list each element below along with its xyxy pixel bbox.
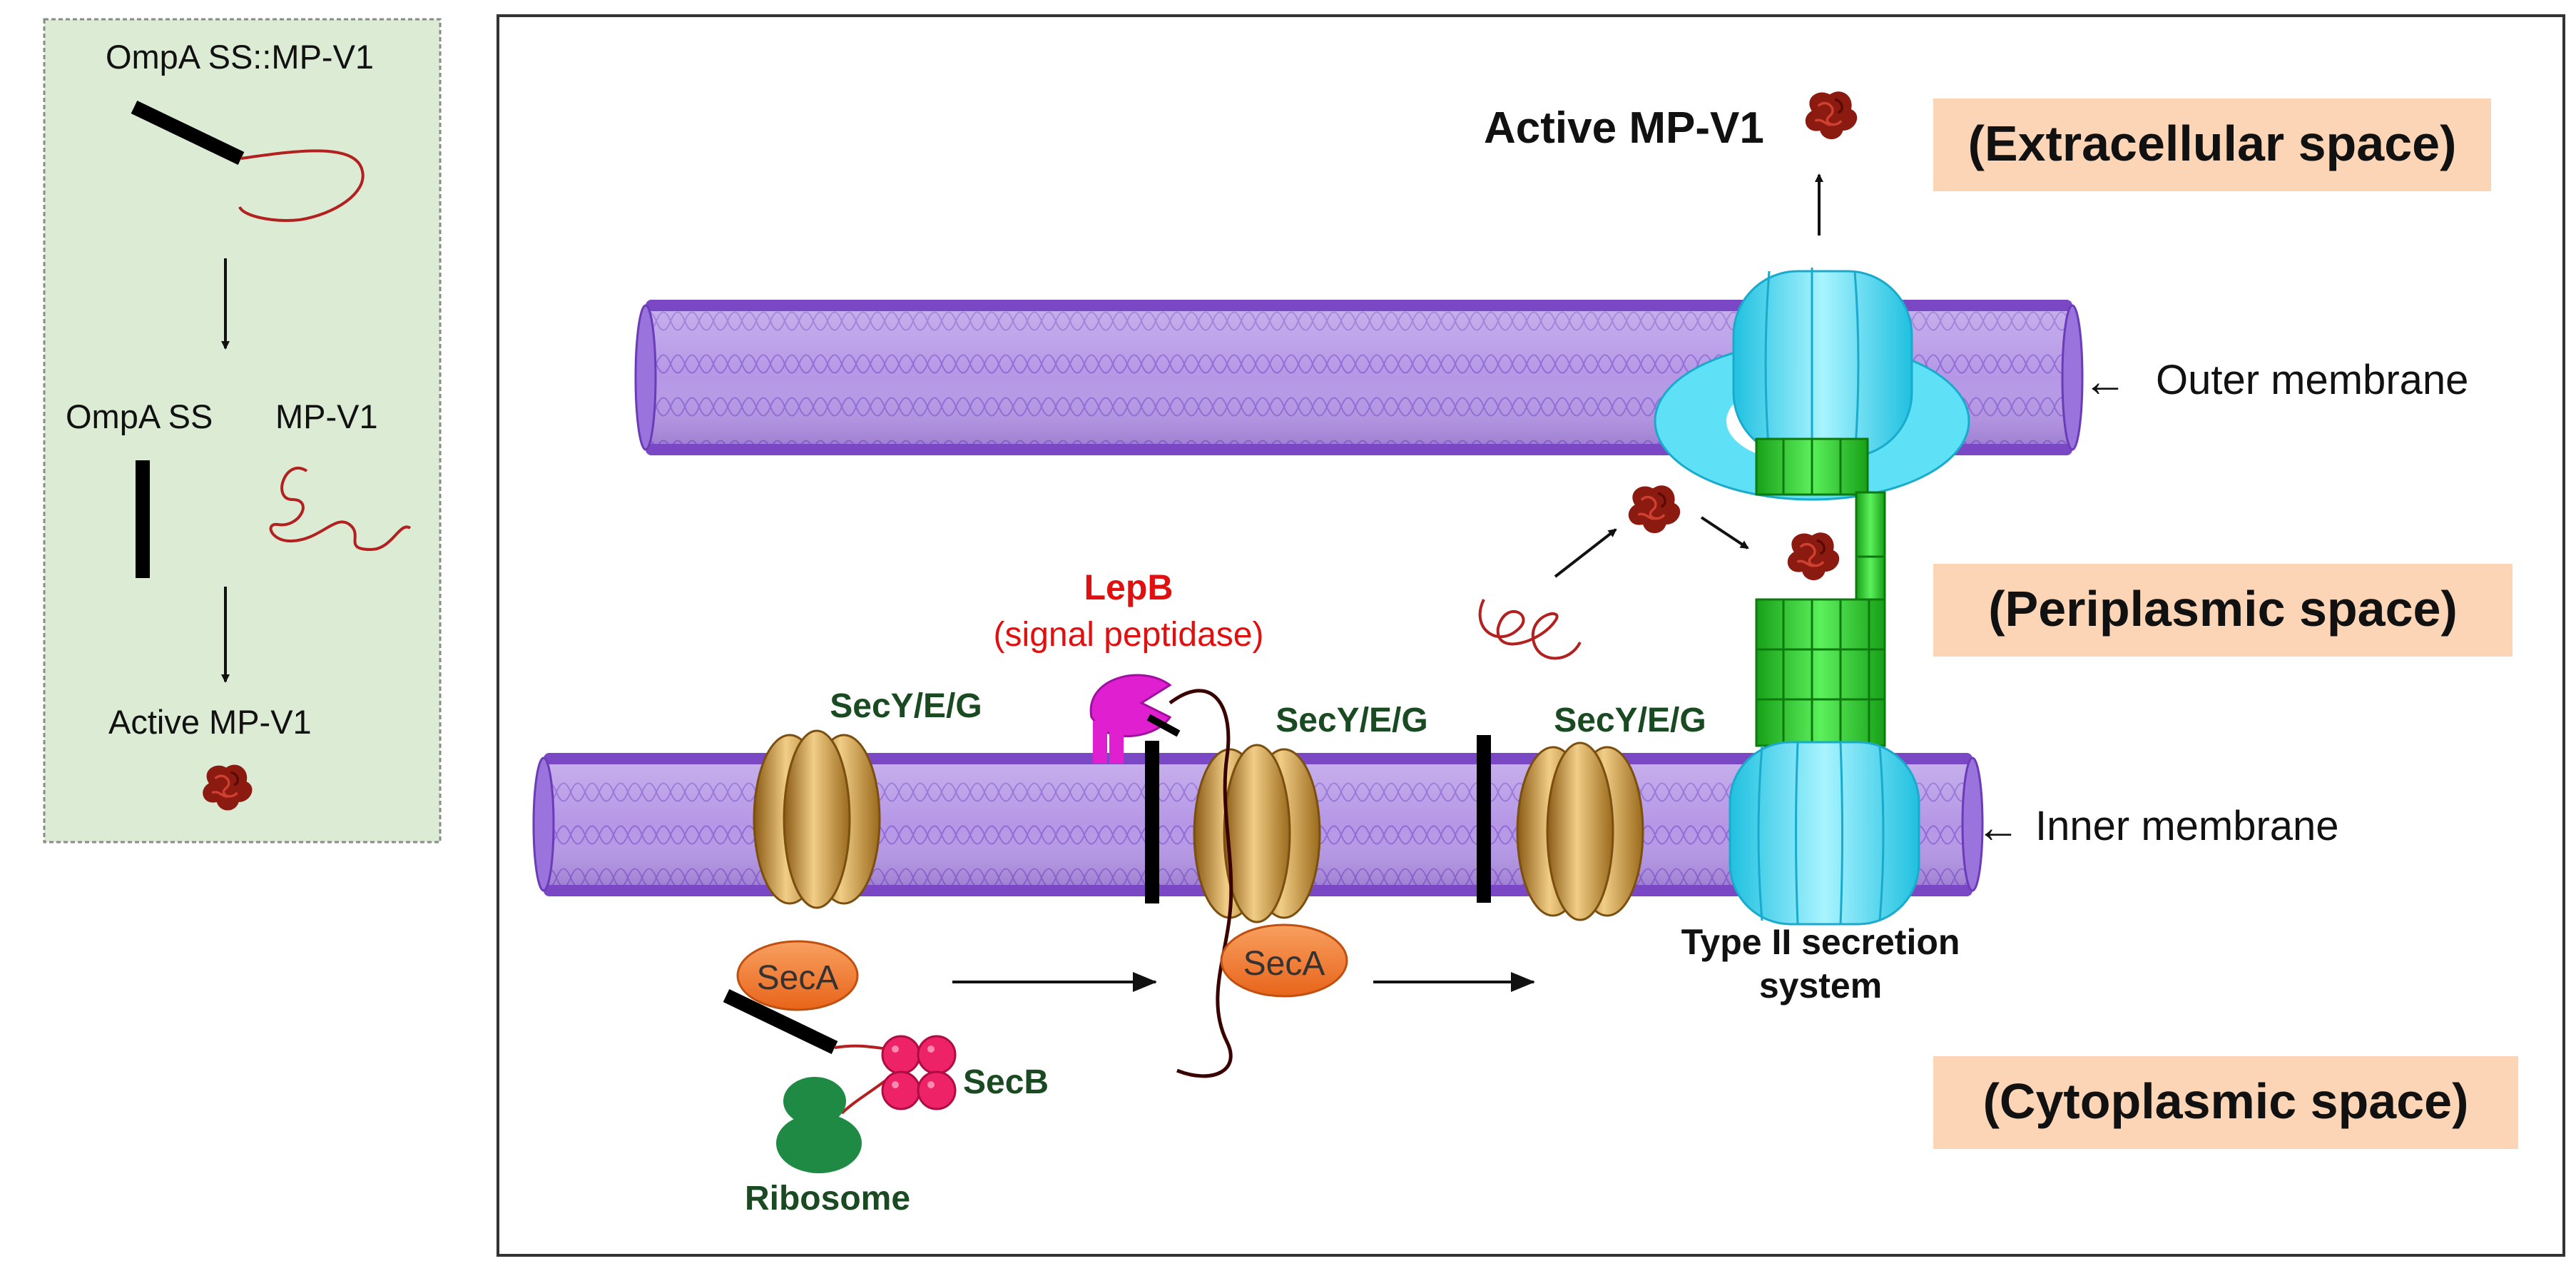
cytoplasmic-space-label: (Cytoplasmic space) — [1983, 1073, 2469, 1129]
seca-label-1: SecA — [757, 959, 839, 997]
secyeg-translocon-3 — [1516, 741, 1644, 921]
inner-membrane-label: Inner membrane — [2035, 803, 2339, 849]
left-label-active: Active MP-V1 — [108, 703, 312, 741]
seca-label-2: SecA — [1243, 945, 1325, 983]
seca-1 — [736, 940, 859, 1011]
ribosome-label: Ribosome — [745, 1180, 910, 1217]
active-mpv1-label: Active MP-V1 — [1484, 103, 1764, 153]
signal-sequence-bar-stage2 — [1145, 741, 1159, 903]
secb-label: SecB — [963, 1063, 1049, 1101]
cleaved-signal-fragment — [1146, 714, 1181, 737]
signal-sequence-bar-fused — [131, 100, 245, 166]
lepb-role-label: (signal peptidase) — [994, 616, 1264, 654]
secyeg-label-1: SecY/E/G — [830, 687, 982, 725]
periplasmic-space-label: (Periplasmic space) — [1988, 581, 2458, 637]
inner-membrane-arrow-icon: ← — [1976, 803, 2020, 852]
ribosome — [776, 1077, 862, 1173]
lepb-label: LepB — [1084, 567, 1174, 607]
unfolded-mpv1-periplasm — [1478, 599, 1582, 660]
folding-arrow-2 — [1700, 516, 1749, 550]
folding-arrow-1 — [1554, 528, 1617, 578]
left-label-ompa-ss: OmpA SS — [66, 398, 213, 435]
signal-sequence-bar-cleaved — [136, 460, 150, 578]
signal-sequence-bar-stage1 — [723, 988, 838, 1055]
extracellular-label-box — [1933, 98, 2491, 191]
outer-membrane-arrow-icon: ← — [2083, 357, 2127, 406]
secyeg-translocon-2 — [1193, 744, 1321, 923]
mpv1-peptide-chain-fused — [238, 149, 365, 222]
mpv1-peptide-chain-free — [269, 467, 412, 552]
t2ss-label-line1: Type II secretion — [1681, 922, 1960, 962]
outer-membrane-label: Outer membrane — [2156, 357, 2468, 403]
secyeg-translocon-1 — [753, 729, 881, 909]
translocating-chain-stage2 — [1169, 689, 1233, 1078]
secb-chaperone — [881, 1035, 957, 1110]
signal-sequence-bar-stage3 — [1477, 735, 1491, 903]
t2ss-label-line2: system — [1759, 966, 1882, 1006]
left-label-mpv1: MP-V1 — [275, 398, 378, 435]
extracellular-space-label: (Extracellular space) — [1968, 116, 2457, 171]
secyeg-label-2: SecY/E/G — [1276, 702, 1427, 739]
secyeg-label-3: SecY/E/G — [1554, 702, 1706, 739]
left-title: OmpA SS::MP-V1 — [106, 38, 374, 76]
seca-2 — [1220, 923, 1348, 998]
periplasmic-label-box — [1933, 564, 2513, 657]
left-summary-panel: OmpA SS::MP-V1 OmpA SS MP-V1 Active MP-V… — [43, 18, 442, 844]
cytoplasmic-label-box — [1933, 1056, 2518, 1149]
main-diagram-panel: (Extracellular space) (Periplasmic space… — [497, 14, 2565, 1257]
type-ii-secretion-system — [1654, 268, 1970, 926]
